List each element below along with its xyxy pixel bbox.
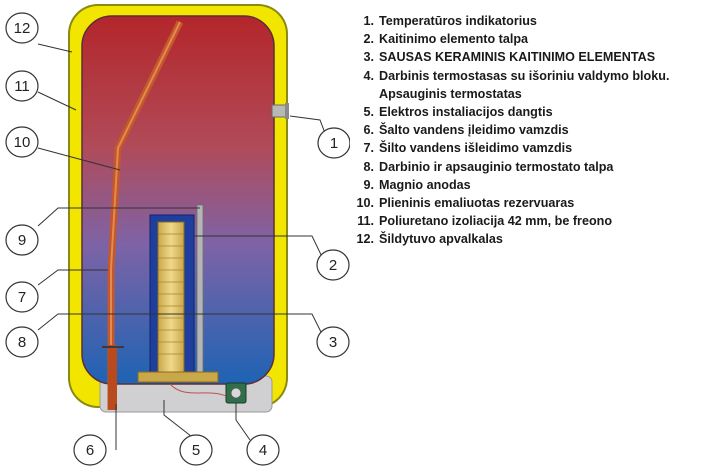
callout-2: 2 [316, 249, 350, 281]
legend-text: Plieninis emaliuotas rezervuaras [379, 196, 575, 211]
legend-text: Temperatūros indikatorius [379, 14, 537, 28]
magnesium-anode [196, 204, 204, 374]
legend-number: 2. [363, 32, 374, 47]
svg-text:7: 7 [18, 289, 26, 306]
callout-3: 3 [316, 326, 350, 358]
legend-text: Darbinis termostasas su išoriniu valdymo… [379, 68, 670, 83]
svg-text:8: 8 [18, 334, 26, 351]
heating-element-flange [137, 371, 219, 383]
legend-text: Magnio anodas [379, 177, 471, 192]
ceramic-heating-element [157, 221, 185, 375]
svg-text:5: 5 [192, 442, 200, 459]
callout-10: 10 [5, 126, 39, 158]
callout-6: 6 [73, 434, 107, 466]
legend-item: 12. Šildytuvo apvalkalas [352, 230, 720, 248]
callout-1: 1 [317, 127, 350, 159]
callout-12: 12 [5, 12, 39, 44]
callout-7: 7 [5, 281, 39, 313]
steel-enamelled-tank [81, 15, 275, 385]
legend-item: 11. Poliuretano izoliacija 42 mm, be fre… [352, 212, 720, 230]
legend-item: 1. Temperatūros indikatorius [352, 12, 720, 30]
legend-item: 4. Darbinis termostasas su išoriniu vald… [352, 67, 720, 103]
svg-text:9: 9 [18, 232, 26, 249]
legend-number: 11. [357, 214, 374, 229]
legend-number: 10. [356, 196, 374, 211]
legend-text: Šilto vandens išleidimo vamzdis [379, 141, 573, 156]
svg-text:4: 4 [259, 442, 267, 459]
wiring [169, 383, 227, 397]
cold-water-inlet-pipe [108, 345, 117, 410]
legend-item: 6. Šalto vandens įleidimo vamzdis [352, 121, 720, 139]
legend-text: Kaitinimo elemento talpa [379, 32, 529, 47]
svg-text:2: 2 [329, 257, 337, 274]
legend-text-group: Darbinis termostasas su išoriniu valdymo… [379, 67, 669, 103]
legend-text: Elektros instaliacijos dangtis [379, 105, 553, 120]
heating-element-coils [158, 233, 184, 355]
legend-number: 3. [363, 50, 374, 65]
legend-number: 7. [363, 141, 374, 156]
svg-text:12: 12 [14, 20, 31, 37]
thermostat-knob [230, 387, 242, 399]
legend-text: Šalto vandens įleidimo vamzdis [379, 123, 569, 138]
legend-item: 10. Plieninis emaliuotas rezervuaras [352, 194, 720, 212]
legend-number: 8. [363, 159, 374, 174]
legend-item: 5. Elektros instaliacijos dangtis [352, 103, 720, 121]
legend-text: Poliuretano izoliacija 42 mm, be freono [379, 214, 613, 229]
leader-lines [37, 43, 329, 450]
svg-text:3: 3 [329, 334, 337, 351]
legend-number: 4. [363, 68, 374, 83]
legend-number: 5. [363, 105, 374, 120]
svg-text:1: 1 [330, 135, 338, 152]
legend-text: SAUSAS KERAMINIS KAITINIMO ELEMENTAS [379, 50, 656, 65]
legend-number: 6. [363, 123, 374, 138]
legend-item: 2. Kaitinimo elemento talpa [352, 30, 720, 48]
svg-text:11: 11 [14, 78, 30, 95]
svg-text:6: 6 [86, 442, 94, 459]
legend-text: Darbinio ir apsauginio termostato talpa [379, 159, 614, 174]
legend-item: 9. Magnio anodas [352, 176, 720, 194]
legend-item: 7. Šilto vandens išleidimo vamzdis [352, 139, 720, 157]
legend-text-continued: Apsauginis termostatas [379, 86, 522, 101]
legend-item: 8. Darbinio ir apsauginio termostato tal… [352, 158, 720, 176]
component-legend: 1. Temperatūros indikatorius 2. Kaitinim… [352, 12, 720, 249]
callout-9: 9 [5, 224, 39, 256]
temperature-indicator-knob [285, 103, 289, 119]
legend-number: 12. [356, 232, 374, 247]
legend-number: 1. [363, 14, 374, 28]
callout-4: 4 [246, 434, 280, 466]
svg-text:10: 10 [14, 134, 31, 151]
water-heater-diagram: 12 11 10 9 7 8 6 5 4 1 2 3 [5, 4, 350, 466]
legend-item: 3. SAUSAS KERAMINIS KAITINIMO ELEMENTAS [352, 48, 720, 66]
callout-5: 5 [179, 434, 213, 466]
callout-11: 11 [5, 70, 39, 102]
legend-text: Šildytuvo apvalkalas [379, 232, 503, 247]
callout-8: 8 [5, 326, 39, 358]
legend-number: 9. [363, 177, 374, 192]
